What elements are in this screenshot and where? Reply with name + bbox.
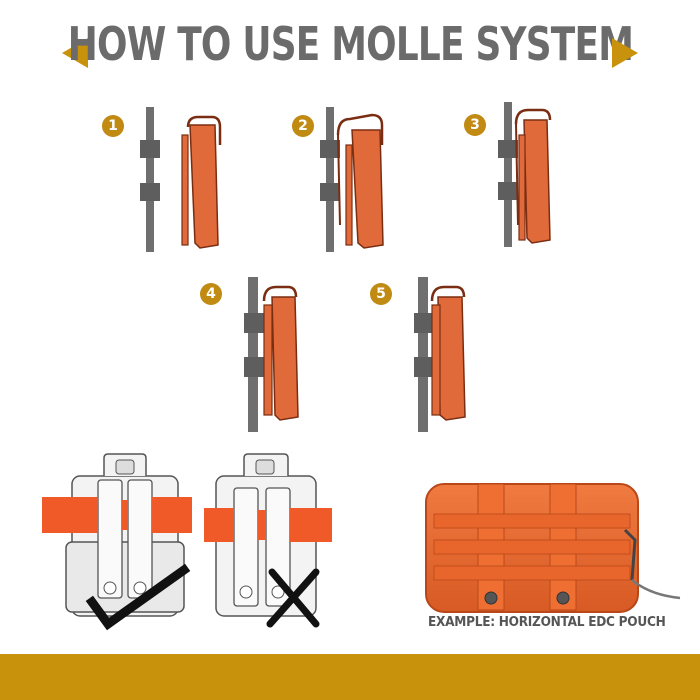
- step-1: 1: [100, 105, 240, 255]
- right-arrow-icon: [612, 38, 638, 68]
- cross-icon: [266, 568, 320, 628]
- step-number-badge: 3: [464, 114, 486, 136]
- step-5-illustration: [414, 277, 466, 432]
- step-2-illustration: [320, 107, 384, 252]
- step-5: 5: [370, 275, 510, 435]
- step-number-badge: 1: [102, 115, 124, 137]
- left-arrow-icon: [62, 38, 88, 68]
- step-number-badge: 2: [292, 115, 314, 137]
- step-4: 4: [200, 275, 340, 435]
- step-number-badge: 5: [370, 283, 392, 305]
- bottom-accent-bar: [0, 654, 700, 700]
- step-4-illustration: [244, 277, 299, 432]
- page-title: HOW TO USE MOLLE SYSTEM: [67, 17, 633, 71]
- example-caption: EXAMPLE: HORIZONTAL EDC POUCH: [428, 614, 666, 630]
- step-2: 2: [290, 105, 430, 255]
- checkmark-icon: [85, 563, 191, 631]
- step-1-illustration: [140, 107, 222, 252]
- correct-attachment-illustration: [42, 453, 192, 631]
- step-3-illustration: [498, 102, 552, 247]
- step-number-badge: 4: [200, 283, 222, 305]
- step-3: 3: [462, 100, 602, 250]
- header: HOW TO USE MOLLE SYSTEM: [0, 10, 700, 78]
- horizontal-edc-pouch-image: [425, 483, 681, 613]
- wrong-attachment-illustration: [204, 453, 332, 628]
